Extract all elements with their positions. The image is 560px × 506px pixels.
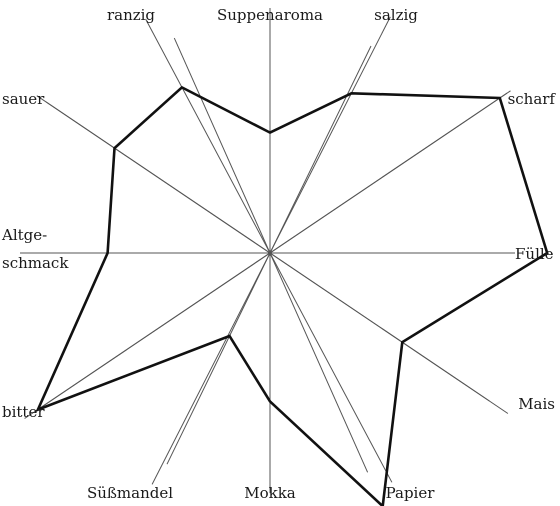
axis-line-7 — [166, 45, 372, 465]
axis-line-8 — [24, 90, 511, 419]
axis-label-6-line-0: Mokka — [244, 484, 296, 502]
axis-line-11 — [145, 18, 393, 483]
axis-label-6: Mokka — [244, 484, 296, 502]
axis-label-9-line-0: Altge- — [1, 226, 47, 244]
axis-label-3-line-0: Fülle — [515, 245, 554, 263]
axis-label-9-line-1: schmack — [2, 254, 69, 272]
axis-label-10-line-0: sauer — [2, 90, 45, 108]
flavor-profile-polygon — [35, 85, 549, 506]
axis-label-1-line-0: salzig — [374, 6, 418, 24]
axis-label-5-line-0: Papier — [386, 484, 436, 502]
axis-label-9: Altge-schmack — [1, 226, 69, 272]
axis-line-10 — [45, 101, 490, 402]
axis-label-7: Süßmandel — [87, 484, 173, 502]
axis-label-0: Suppenaroma — [217, 6, 323, 24]
axis-label-4-line-0: Mais — [518, 395, 555, 413]
axis-label-8-line-0: bitter — [2, 403, 45, 421]
axis-label-2: scharf — [508, 90, 557, 108]
axis-label-0-line-0: Suppenaroma — [217, 6, 323, 24]
axis-label-1: salzig — [374, 6, 418, 24]
axis-label-3: Fülle — [515, 245, 554, 263]
axis-label-11: ranzig — [107, 6, 155, 24]
axis-label-7-line-0: Süßmandel — [87, 484, 173, 502]
axis-label-2-line-0: scharf — [508, 90, 557, 108]
axis-lines — [20, 8, 515, 494]
axis-label-8: bitter — [2, 403, 45, 421]
axis-label-10: sauer — [2, 90, 45, 108]
axis-label-4: Mais — [518, 395, 555, 413]
axis-label-5: Papier — [386, 484, 436, 502]
axis-label-11-line-0: ranzig — [107, 6, 155, 24]
